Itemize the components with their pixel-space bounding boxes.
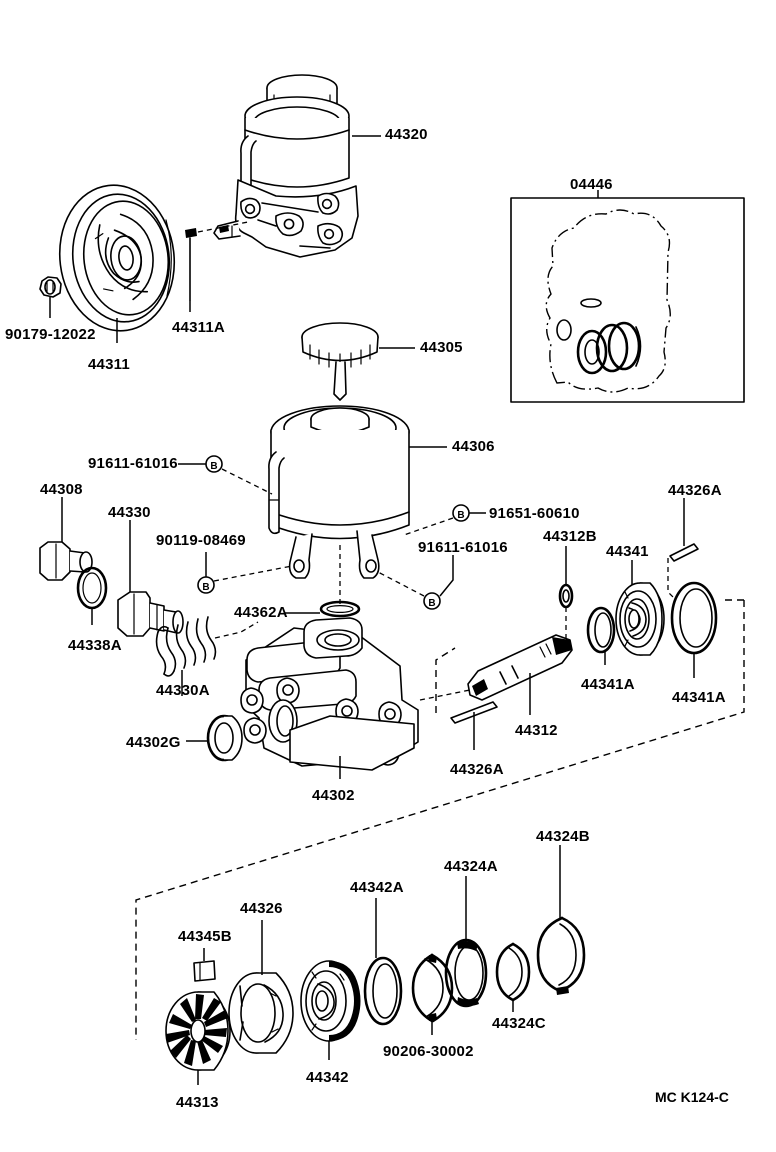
part-label-44326A-mid: 44326A: [450, 761, 504, 778]
o-ring-44362A: [284, 600, 361, 618]
marker-b-upper-right: B: [403, 504, 486, 536]
svg-text:B: B: [210, 461, 217, 472]
side-plate-44342: [300, 960, 361, 1060]
rotor-44313: [165, 991, 231, 1085]
o-ring-44341A-right: [670, 581, 718, 678]
part-label-44342A: 44342A: [350, 879, 404, 896]
dowel-pin-44326A-mid: [450, 701, 498, 750]
part-label-44320: 44320: [385, 126, 428, 143]
svg-text:B: B: [428, 598, 435, 609]
valve-spring-44330A: [155, 616, 259, 696]
part-label-44302G: 44302G: [126, 734, 181, 751]
part-label-44326A-top: 44326A: [668, 482, 722, 499]
part-label-04446: 04446: [570, 176, 613, 193]
part-label-91611-61016-bottom: 91611-61016: [418, 539, 508, 556]
part-label-44312B: 44312B: [543, 528, 597, 545]
drive-shaft-44312: [419, 634, 573, 715]
pulley-pin-44311A: [185, 221, 249, 312]
snap-ring-44324B: [536, 845, 586, 995]
diagram-footer-code: MC K124-C: [655, 1089, 729, 1105]
part-label-44306: 44306: [452, 438, 495, 455]
part-label-44311A: 44311A: [172, 319, 225, 336]
pump-assembly-44320: [213, 74, 381, 258]
pump-housing-44302: [240, 617, 419, 779]
part-label-44311: 44311: [88, 356, 130, 373]
part-label-91611-61016-top: 91611-61016: [88, 455, 178, 472]
marker-b-upper-left: B: [178, 455, 273, 495]
marker-b-lower-left: B: [197, 552, 293, 594]
snap-ring-44324A: [444, 876, 488, 1008]
snap-ring-44324C: [495, 942, 531, 1012]
shaft-washer-44312B: [558, 546, 574, 642]
part-label-44308: 44308: [40, 481, 83, 498]
part-label-44302: 44302: [312, 787, 355, 804]
part-label-44341A-right: 44341A: [672, 689, 726, 706]
pulley-nut-90179: [39, 276, 62, 318]
part-label-44342: 44342: [306, 1069, 349, 1086]
part-label-44341A-left: 44341A: [581, 676, 635, 693]
part-label-44330A: 44330A: [156, 682, 210, 699]
part-label-44326: 44326: [240, 900, 283, 917]
relief-plug-44308: [39, 497, 93, 581]
part-label-44330: 44330: [108, 504, 151, 521]
part-label-44312: 44312: [515, 722, 558, 739]
reservoir-44306: [268, 405, 447, 604]
o-ring-44342A: [363, 898, 403, 1026]
oil-seal-44302G: [186, 714, 243, 762]
rear-housing-44341: [615, 560, 665, 656]
pulley-44311: [58, 184, 176, 343]
cam-ring-44326: [228, 920, 294, 1054]
vane-plate-44345B: [193, 948, 216, 982]
part-label-90179-12022: 90179-12022: [5, 326, 96, 343]
part-label-44362A: 44362A: [234, 604, 288, 621]
wave-washer-90206: [411, 953, 454, 1035]
svg-text:B: B: [202, 582, 209, 593]
part-label-44338A: 44338A: [68, 637, 122, 654]
reservoir-cap-44305: [301, 322, 415, 401]
part-label-44324A: 44324A: [444, 858, 498, 875]
part-label-90206-30002: 90206-30002: [383, 1043, 474, 1060]
o-ring-44341A-left: [586, 606, 616, 665]
part-label-44341: 44341: [606, 543, 649, 560]
part-label-44305: 44305: [420, 339, 463, 356]
o-ring-44338A: [76, 566, 108, 625]
dowel-pin-44326A-top: [667, 498, 699, 601]
part-label-90119-08469: 90119-08469: [156, 532, 246, 549]
part-label-44324C: 44324C: [492, 1015, 546, 1032]
marker-b-lower-right: B: [377, 555, 454, 610]
bolt-markers: B B B B: [178, 455, 486, 610]
part-label-91651-60610: 91651-60610: [489, 505, 580, 522]
gasket-kit-04446: [510, 190, 745, 403]
svg-text:B: B: [457, 510, 464, 521]
part-label-44345B: 44345B: [178, 928, 232, 945]
part-label-44313: 44313: [176, 1094, 219, 1111]
part-label-44324B: 44324B: [536, 828, 590, 845]
